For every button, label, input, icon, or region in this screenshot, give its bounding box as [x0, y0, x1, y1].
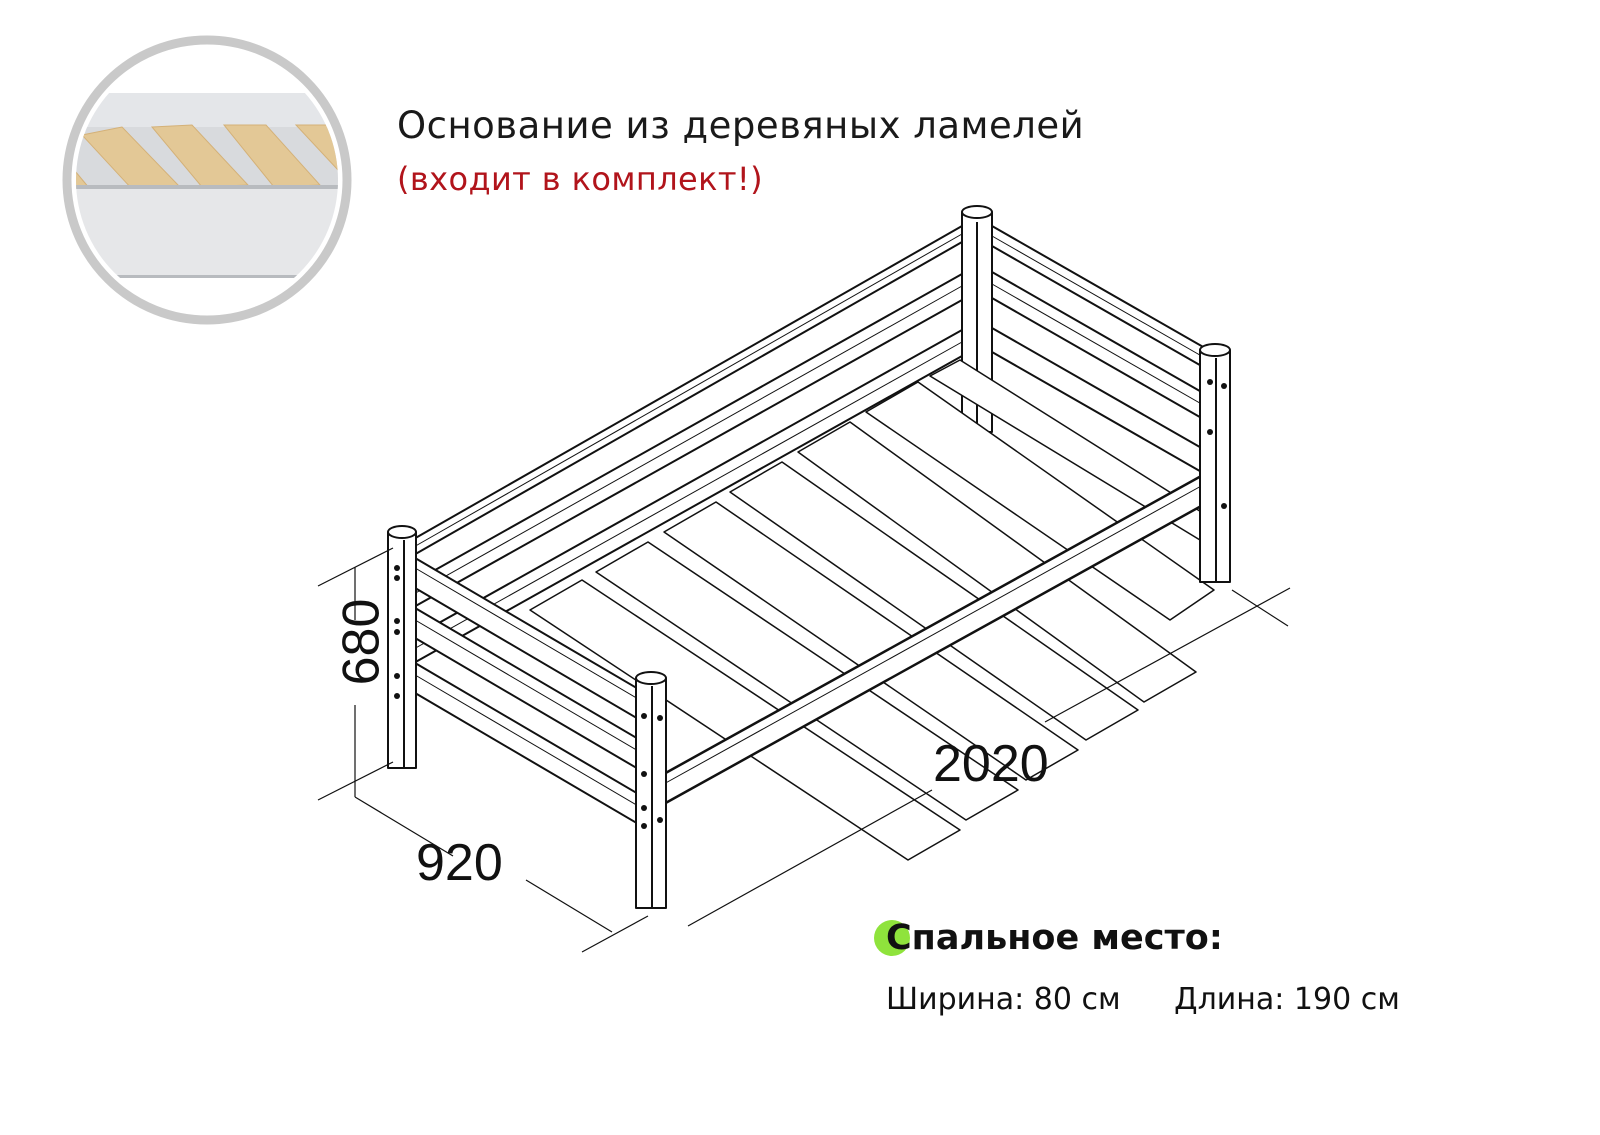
- bed-slats: [529, 359, 1215, 861]
- sleeping-length: Длина: 190 см: [1174, 982, 1400, 1017]
- back-rails: [411, 225, 963, 665]
- slats-base-title: Основание из деревяных ламелей: [397, 104, 1085, 147]
- back-left-post: [387, 525, 417, 769]
- sleeping-area-sizes: Ширина: 80 см Длина: 190 см: [886, 982, 1444, 1017]
- sleeping-width: Ширина: 80 см: [886, 982, 1121, 1017]
- width-dimension-label: 920: [416, 834, 503, 892]
- sleeping-area-title: Спальное место:: [886, 918, 1223, 958]
- bolt-holes: [394, 379, 1227, 829]
- slats-closeup-inset: [62, 35, 352, 325]
- sleeping-area-block: Спальное место: Ширина: 80 см Длина: 190…: [874, 918, 1400, 1017]
- dimension-lines: [317, 547, 1291, 953]
- green-dot-icon: [874, 920, 910, 956]
- height-dimension-label: 680: [332, 598, 391, 686]
- length-dimension-label: 2020: [933, 735, 1049, 793]
- front-left-post: [635, 671, 667, 909]
- right-headboard-rails: [991, 225, 1213, 479]
- left-footboard-rails: [409, 554, 641, 826]
- front-right-post: [1199, 343, 1231, 583]
- included-note: (входит в комплект!): [397, 160, 764, 198]
- wooden-slats-icon: [62, 35, 352, 325]
